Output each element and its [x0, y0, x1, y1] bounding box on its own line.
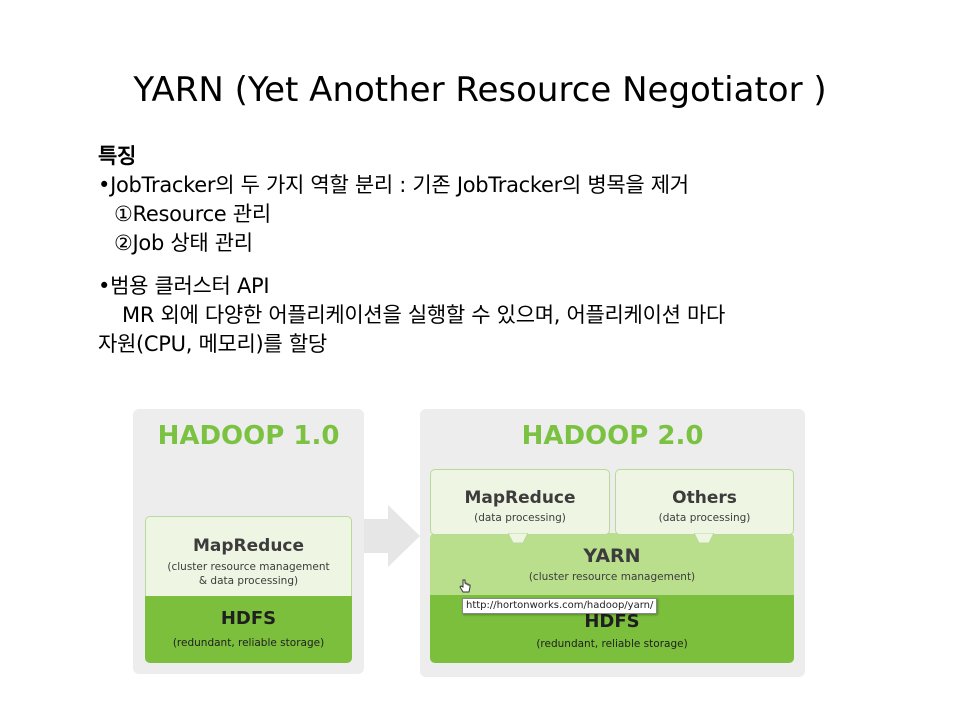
sub-item-job-status: ②Job 상태 관리 [114, 231, 253, 255]
bullet-generic-api: •범용 클러스터 API [98, 274, 270, 298]
hadoop1-mapreduce-box: MapReduce (cluster resource management &… [145, 516, 352, 596]
hadoop2-mapreduce-box: MapReduce (data processing) [430, 469, 610, 535]
hadoop1-panel: HADOOP 1.0 MapReduce (cluster resource m… [133, 409, 364, 674]
slide-title: YARN (Yet Another Resource Negotiator ) [133, 70, 827, 110]
hadoop2-title: HADOOP 2.0 [521, 421, 704, 451]
upgrade-arrow-icon [364, 505, 420, 567]
yarn-box: YARN (cluster resource management) [430, 533, 794, 595]
hadoop2-panel: HADOOP 2.0 YARN (cluster resource manage… [420, 409, 805, 677]
bullet-generic-api-detail: MR 외에 다양한 어플리케이션을 실행할 수 있으며, 어플리케이션 마다 [122, 303, 726, 327]
hadoop2-hdfs-name: HDFS [584, 611, 640, 632]
others-box: Others (data processing) [615, 469, 794, 535]
others-desc: (data processing) [658, 512, 751, 524]
others-name: Others [672, 488, 737, 508]
hadoop2-hdfs-desc: (redundant, reliable storage) [536, 638, 688, 650]
hadoop2-mapreduce-name: MapReduce [464, 488, 576, 508]
hadoop1-title: HADOOP 1.0 [157, 421, 340, 451]
url-tooltip: http://hortonworks.com/hadoop/yarn/ [462, 598, 658, 614]
bullet-generic-api-detail-cont: 자원(CPU, 메모리)를 할당 [98, 332, 327, 356]
yarn-name: YARN [583, 545, 641, 567]
features-section: 특징 •JobTracker의 두 가지 역할 분리 : 기존 JobTrack… [98, 142, 918, 359]
hadoop1-mapreduce-name: MapReduce [192, 536, 305, 556]
sub-item-resource: ①Resource 관리 [114, 202, 271, 226]
hadoop1-hdfs-desc: (redundant, reliable storage) [172, 637, 325, 649]
hadoop1-mapreduce-desc2: & data processing) [198, 575, 299, 587]
features-heading: 특징 [98, 144, 137, 168]
bullet-role-separation: •JobTracker의 두 가지 역할 분리 : 기존 JobTracker의… [98, 173, 689, 197]
hadoop1-hdfs-box: HDFS (redundant, reliable storage) [145, 596, 352, 663]
mapreduce-connector-icon [508, 533, 528, 544]
hadoop2-mapreduce-desc: (data processing) [474, 512, 566, 524]
hadoop1-mapreduce-desc1: (cluster resource management [167, 561, 330, 573]
yarn-desc: (cluster resource management) [528, 571, 696, 583]
hadoop1-hdfs-name: HDFS [220, 608, 277, 629]
others-connector-icon [694, 533, 714, 544]
hand-cursor-icon [459, 579, 471, 593]
